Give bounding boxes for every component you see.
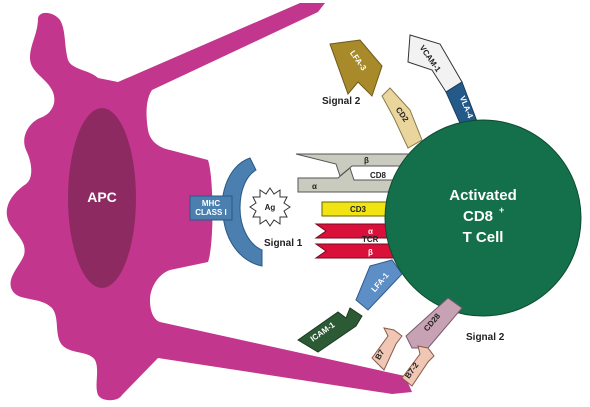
b7-molecule-right: B7-2 (401, 345, 435, 387)
tcr-alpha-label: α (368, 227, 373, 236)
tcell-label-sup: + (499, 205, 504, 215)
b7-molecule-left: B7 (371, 327, 403, 371)
cd8-alpha-chain: α (297, 167, 409, 193)
cd8-label: CD8 (370, 171, 387, 180)
cd3-label: CD3 (350, 205, 367, 214)
signal2-top-label: Signal 2 (322, 96, 361, 107)
signal1-label: Signal 1 (264, 238, 303, 249)
mhc-label-line1: MHC (202, 199, 220, 208)
cd8-beta-chain: β (295, 153, 409, 177)
cd28-molecule: CD28 (405, 297, 463, 349)
cd8-alpha-label: α (312, 182, 317, 191)
mhc-label-line2: CLASS I (195, 208, 227, 217)
cd8-beta-label: β (364, 156, 369, 165)
icam1-molecule: ICAM-1 (297, 307, 363, 353)
cd2-molecule: CD2 (381, 87, 423, 149)
apc-nucleus (68, 108, 136, 288)
tcr-beta-chain: β (314, 243, 399, 259)
tcell-label: Activated CD8 + T Cell (449, 187, 517, 246)
tcell-label-line3: T Cell (463, 229, 504, 246)
vcam1-molecule: VCAM-1 (407, 34, 463, 93)
tcell-label-line2: CD8 (463, 208, 493, 225)
mhc-class1-molecule: MHC CLASS I (189, 157, 263, 267)
tcell-label-line1: Activated (449, 187, 517, 204)
signal2-bottom-label: Signal 2 (466, 332, 505, 343)
tcell-body (384, 119, 582, 317)
antigen-peptide: Ag (249, 187, 291, 227)
apc-label: APC (87, 189, 117, 205)
ag-label: Ag (265, 203, 276, 212)
tcr-label: TCR (362, 235, 379, 244)
tcr-alpha-chain: α (314, 223, 399, 239)
tcr-beta-label: β (368, 248, 373, 257)
lfa3-molecule: LFA-3 (329, 39, 383, 97)
lfa1-molecule: LFA-1 (355, 259, 403, 311)
